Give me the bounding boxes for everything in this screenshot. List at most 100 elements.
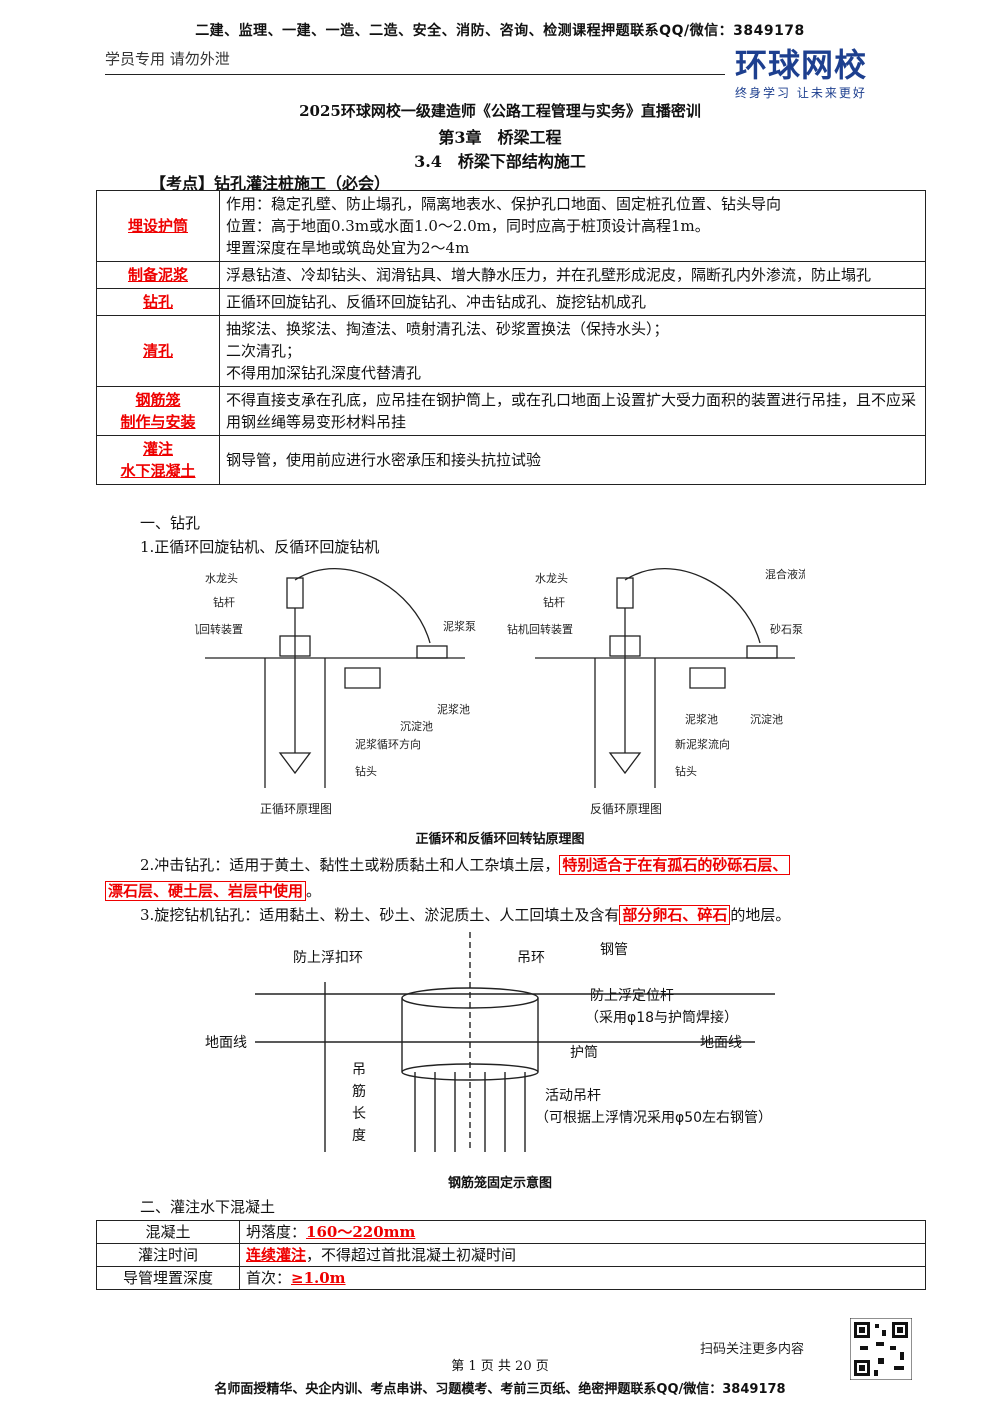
table-row: 混凝土 坍落度：160～220mm <box>96 1220 926 1244</box>
row-key: 清孔 <box>96 315 220 387</box>
table-row: 清孔 抽浆法、换浆法、掏渣法、喷射清孔法、砂浆置换法（保持水头）； 二次清孔； … <box>96 315 926 387</box>
main-table: 埋设护筒 作用：稳定孔壁、防止塌孔，隔离地表水、保护孔口地面、固定桩孔位置、钻头… <box>96 190 926 485</box>
label-ground-left: 地面线 <box>205 1035 247 1051</box>
row-key: 灌注时间 <box>96 1243 240 1267</box>
label-buckle: 防上浮扣环 <box>293 950 363 966</box>
row-key-line: 水下混凝土 <box>120 462 196 480</box>
label-left-bit: 钻头 <box>355 764 377 778</box>
forward-circulation-figure <box>205 568 465 788</box>
label-left-circulation: 泥浆循环方向 <box>355 737 421 751</box>
label-right-mixture: 混合液流向 <box>765 567 805 581</box>
table-row: 钻孔 正循环回旋钻孔、反循环回旋钻孔、冲击钻成孔、旋挖钻机成孔 <box>96 288 926 316</box>
row-key-line: 灌注 <box>142 440 173 458</box>
student-note: 学员专用 请勿外泄 <box>105 50 230 68</box>
label-right-sand-pump: 砂石泵 <box>770 623 803 636</box>
row-highlight: 连续灌注 <box>246 1246 307 1264</box>
label-right-rotary: 钻机回转装置 <box>507 622 573 636</box>
kaodian-heading: 【考点】钻孔灌注桩施工（必会） <box>150 174 391 193</box>
label-rod-note: （采用φ18与护筒焊接） <box>585 1009 738 1026</box>
row-key: 钢筋笼 制作与安装 <box>96 386 220 436</box>
item3-highlight: 部分卵石、碎石 <box>619 905 731 925</box>
label-lifting-ring: 吊环 <box>517 950 545 966</box>
label-movable-rod-note: （可根据上浮情况采用φ50左右钢管） <box>535 1110 772 1126</box>
item3-prefix: 3.旋挖钻机钻孔：适用黏土、粉土、砂土、淤泥质土、人工回填土及含有 <box>140 906 620 924</box>
row-content: 正循环回旋钻孔、反循环回旋钻孔、冲击钻成孔、旋挖钻机成孔 <box>219 288 926 316</box>
table-row: 钢筋笼 制作与安装 不得直接支承在孔底，应吊挂在钢护筒上，或在孔口地面上设置扩大… <box>96 386 926 436</box>
row-key-line: 制作与安装 <box>120 413 196 431</box>
table-row: 制备泥浆 浮悬钻渣、冷却钻头、润滑钻具、增大静水压力，并在孔壁形成泥皮，隔断孔内… <box>96 261 926 289</box>
row-content: 坍落度：160～220mm <box>239 1220 926 1244</box>
table-row: 灌注 水下混凝土 钢导管，使用前应进行水密承压和接头抗拉试验 <box>96 435 926 485</box>
doc-title: 2025环球网校一级建造师《公路工程管理与实务》直播密训 <box>299 102 701 120</box>
label-length-4: 度 <box>352 1128 366 1144</box>
section1-item1: 1.正循环回旋钻机、反循环回旋钻机 <box>140 538 380 556</box>
logo: 环球网校 终身学习 让未来更好 <box>735 40 915 101</box>
section-title: 3.4 桥梁下部结构施工 <box>414 152 586 171</box>
row-content: 不得直接支承在孔底，应吊挂在钢护筒上，或在孔口地面上设置扩大受力面积的装置进行吊… <box>219 386 926 436</box>
figure2-caption: 钢筋笼固定示意图 <box>447 1176 552 1191</box>
label-right-new-mud: 新泥浆流向 <box>675 737 730 751</box>
item2-prefix: 2.冲击钻孔：适用于黄土、黏性土或粉质黏土和人工杂填土层， <box>140 856 560 874</box>
table-row: 灌注时间 连续灌注，不得超过首批混凝土初凝时间 <box>96 1243 926 1267</box>
item2-highlight2: 漂石层、硬土层、岩层中使用 <box>105 881 307 901</box>
label-length-2: 筋 <box>352 1083 366 1100</box>
circulation-diagram: 水龙头 钻杆 钻机回转装置 泥浆泵 泥浆池 沉淀池 泥浆循环方向 钻头 水龙头 … <box>195 567 805 816</box>
row-highlight: ≥1.0m <box>291 1269 346 1287</box>
table-row: 埋设护筒 作用：稳定孔壁、防止塌孔，隔离地表水、保护孔口地面、固定桩孔位置、钻头… <box>96 190 926 262</box>
logo-sub: 终身学习 让未来更好 <box>735 86 867 100</box>
label-ground-right: 地面线 <box>700 1035 742 1051</box>
row-key: 导管埋置深度 <box>96 1266 240 1290</box>
row-content: 钢导管，使用前应进行水密承压和接头抗拉试验 <box>219 435 926 485</box>
label-left-settling-pool: 沉淀池 <box>400 719 433 733</box>
item3-suffix: 的地层。 <box>730 906 791 924</box>
label-positioning-rod: 防上浮定位杆 <box>590 988 674 1004</box>
row-key: 埋设护筒 <box>96 190 220 262</box>
row-prefix: 首次： <box>246 1269 292 1287</box>
label-length-3: 长 <box>352 1106 366 1122</box>
label-right-settling-pool: 沉淀池 <box>750 712 783 726</box>
row-key-line: 钢筋笼 <box>135 391 181 409</box>
label-casing: 护筒 <box>570 1044 598 1061</box>
rebar-cage-diagram: 防上浮扣环 吊环 钢管 防上浮定位杆 （采用φ18与护筒焊接） 地面线 地面线 … <box>205 932 775 1152</box>
chapter-title: 第3章 桥梁工程 <box>438 128 562 147</box>
row-content: 作用：稳定孔壁、防止塌孔，隔离地表水、保护孔口地面、固定桩孔位置、钻头导向 位置… <box>219 190 926 262</box>
row-key: 制备泥浆 <box>96 261 220 289</box>
label-length-1: 吊 <box>352 1062 366 1078</box>
label-right-bit: 钻头 <box>675 764 697 778</box>
table-row: 导管埋置深度 首次：≥1.0m <box>96 1266 926 1290</box>
top-banner: 二建、监理、一建、一造、二造、安全、消防、咨询、检测课程押题联系QQ/微信：38… <box>195 23 805 39</box>
page-number: 第 1 页 共 20 页 <box>451 1359 549 1374</box>
row-key: 钻孔 <box>96 288 220 316</box>
row-line: 不得用加深钻孔深度代替清孔 <box>226 364 422 382</box>
section2-heading: 二、灌注水下混凝土 <box>140 1198 276 1216</box>
label-left-mud-pump: 泥浆泵 <box>443 619 476 633</box>
row-highlight: 160～220mm <box>306 1223 416 1241</box>
logo-main: 环球网校 <box>735 46 868 84</box>
row-key: 灌注 水下混凝土 <box>96 435 220 485</box>
row-key: 混凝土 <box>96 1220 240 1244</box>
label-left-mud-pool: 泥浆池 <box>437 702 470 716</box>
row-line: 埋置深度在旱地或筑岛处宜为2～4m <box>226 239 470 257</box>
row-line: 作用：稳定孔壁、防止塌孔，隔离地表水、保护孔口地面、固定桩孔位置、钻头导向 <box>226 195 782 213</box>
qr-code-icon[interactable] <box>850 1318 912 1380</box>
item2-suffix: 。 <box>306 882 322 900</box>
label-right-swivel: 水龙头 <box>535 572 568 585</box>
label-right-rod: 钻杆 <box>543 595 565 609</box>
section1-heading: 一、钻孔 <box>140 514 201 532</box>
reverse-circulation-figure <box>535 568 795 788</box>
caption-forward: 正循环原理图 <box>260 802 332 816</box>
row-content: 浮悬钻渣、冷却钻头、润滑钻具、增大静水压力，并在孔壁形成泥皮，隔断孔内外渗流，防… <box>219 261 926 289</box>
label-movable-rod: 活动吊杆 <box>545 1088 601 1104</box>
caption-reverse: 反循环原理图 <box>590 802 662 816</box>
row-content: 连续灌注，不得超过首批混凝土初凝时间 <box>239 1243 926 1267</box>
row-line: 抽浆法、换浆法、掏渣法、喷射清孔法、砂浆置换法（保持水头）； <box>226 320 669 338</box>
section1-item3: 3.旋挖钻机钻孔：适用黏土、粉土、砂土、淤泥质土、人工回填土及含有部分卵石、碎石… <box>140 904 930 926</box>
concrete-table: 混凝土 坍落度：160～220mm 灌注时间 连续灌注，不得超过首批混凝土初凝时… <box>96 1220 926 1290</box>
item2-highlight1: 特别适合于在有孤石的砂砾石层、 <box>559 855 791 875</box>
label-left-rod: 钻杆 <box>213 595 235 609</box>
label-left-rotary: 钻机回转装置 <box>195 622 243 636</box>
row-prefix: 坍落度： <box>246 1223 307 1241</box>
row-line: 位置：高于地面0.3m或水面1.0～2.0m，同时应高于桩顶设计高程1m。 <box>226 217 710 235</box>
label-right-mud-pool: 泥浆池 <box>685 712 718 726</box>
figure1-caption: 正循环和反循环回转钻原理图 <box>415 832 585 847</box>
